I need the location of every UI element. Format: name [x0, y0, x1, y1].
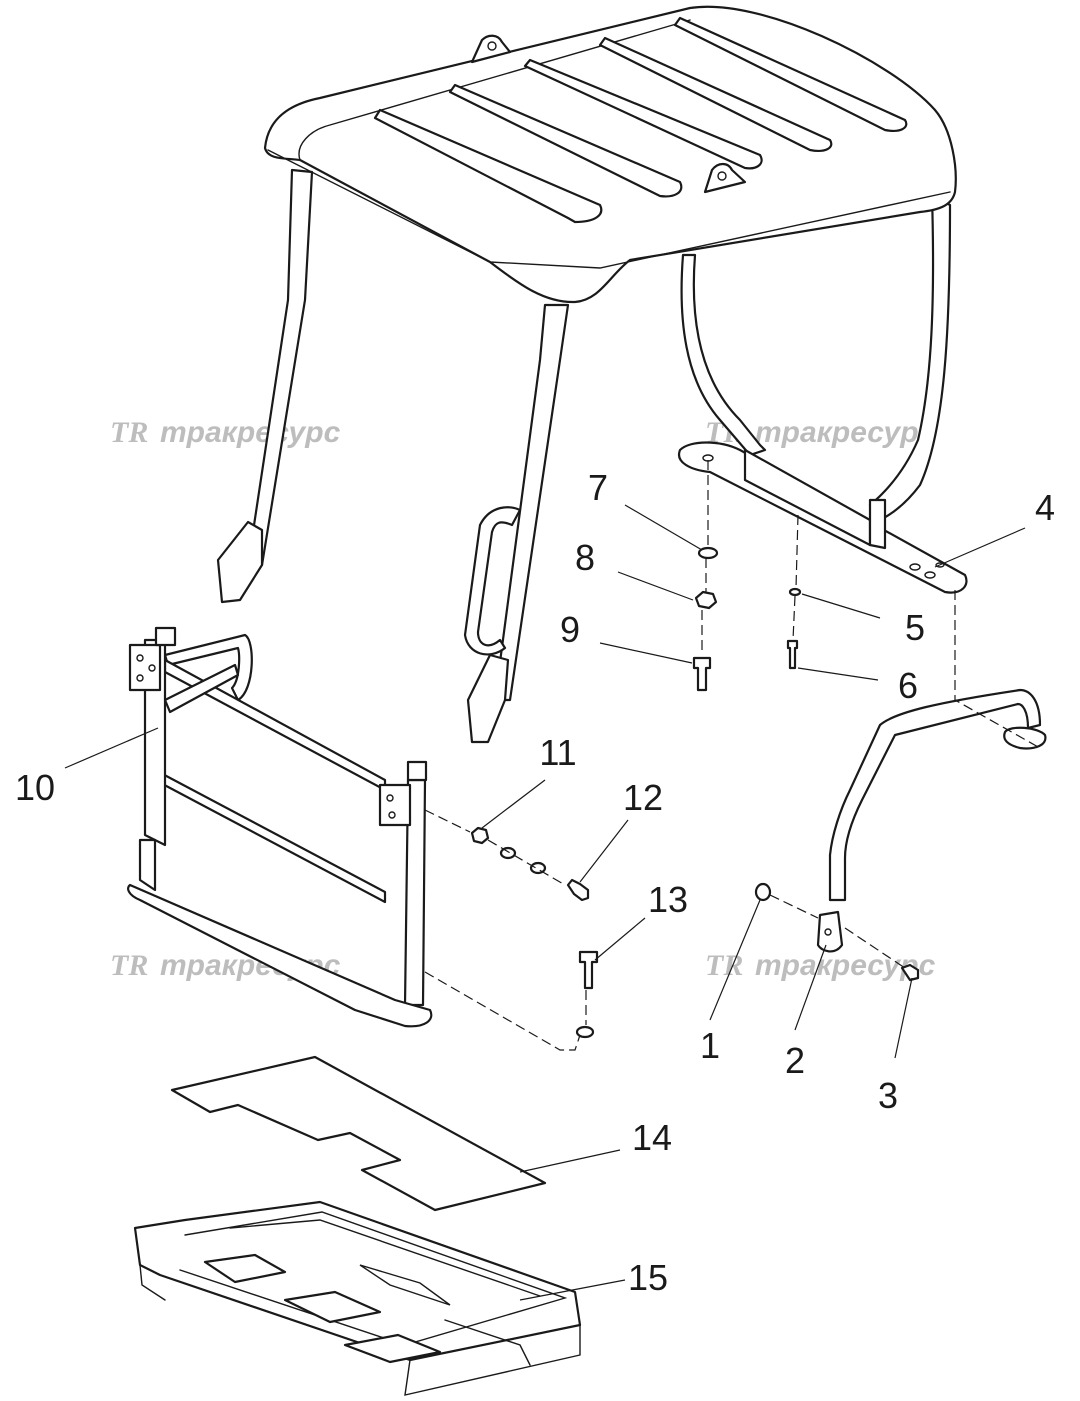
callout-1: 1: [700, 1025, 720, 1066]
callout-11: 11: [539, 732, 576, 773]
part-5-washer: [788, 587, 802, 597]
callout-12: 12: [623, 777, 663, 818]
part-4-mount-plate: [677, 441, 968, 594]
part-8-nut: [694, 590, 718, 610]
callout-7: 7: [588, 467, 608, 508]
callout-14: 14: [632, 1117, 672, 1158]
callout-10: 10: [15, 767, 55, 808]
canopy-assembly: [216, 5, 957, 744]
callout-9: 9: [560, 609, 580, 650]
watermark-1: TR тракресурс: [110, 416, 341, 449]
part-12-bolt: [566, 878, 590, 902]
part-13-bolt: [578, 950, 599, 990]
svg-text:тракресурс: тракресурс: [160, 416, 341, 449]
svg-text:тракресурс: тракресурс: [755, 416, 936, 449]
callout-13: 13: [648, 879, 688, 920]
part-6-screw: [786, 639, 799, 670]
callout-labels: 7 8 9 4 5 6 10 11 12 13 1 2 3 14 15: [15, 467, 1055, 1298]
part-9-bolt: [692, 656, 712, 692]
svg-text:тракресурс: тракресурс: [755, 949, 936, 982]
callout-3: 3: [878, 1075, 898, 1116]
part-15-floor-plate: [133, 1200, 582, 1396]
svg-text:TR: TR: [110, 416, 148, 449]
callout-2: 2: [785, 1040, 805, 1081]
leader-lines: [64, 504, 1026, 1301]
callout-15: 15: [628, 1257, 668, 1298]
part-2-side-rail: [816, 688, 1047, 953]
part-1-washer: [754, 882, 772, 902]
part-14-floor-mat: [170, 1055, 547, 1212]
fasteners: [470, 546, 920, 1039]
callout-6: 6: [898, 665, 918, 706]
assembly-lines: [424, 460, 1041, 1051]
svg-text:TR: TR: [110, 949, 148, 982]
part-10-front-frame: [127, 626, 433, 1028]
callout-4: 4: [1035, 487, 1055, 528]
callout-8: 8: [575, 537, 595, 578]
watermark-4: TR тракресурс: [705, 949, 936, 982]
part-3-screw: [900, 963, 920, 982]
part-7-washer: [697, 546, 719, 560]
callout-5: 5: [905, 607, 925, 648]
part-11-nut: [470, 826, 490, 845]
